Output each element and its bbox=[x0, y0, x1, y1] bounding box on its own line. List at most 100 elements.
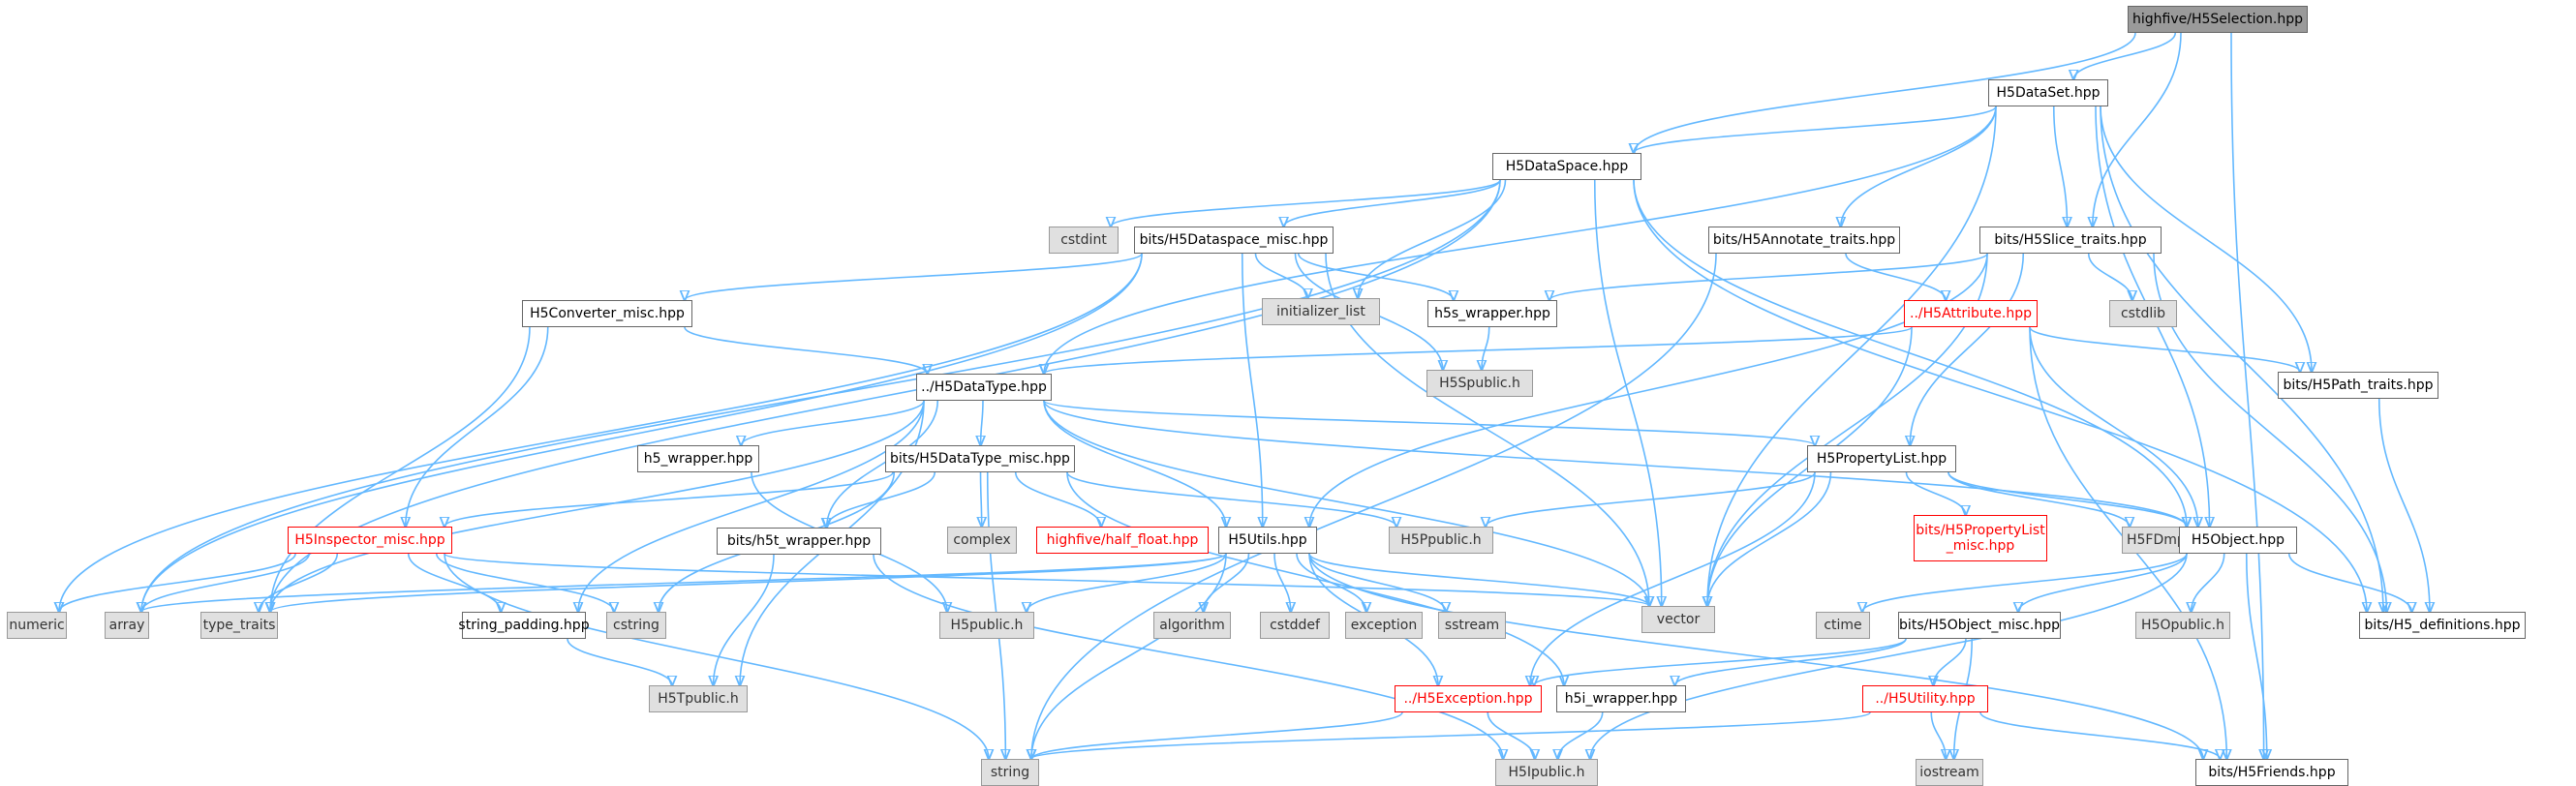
node-numeric[interactable]: numeric bbox=[7, 612, 67, 639]
edge-dtmisc-to-half bbox=[1014, 471, 1101, 527]
edge-slice-to-cstdlib bbox=[2087, 253, 2132, 300]
edge-attr-to-datatype bbox=[1044, 326, 1913, 374]
node-slice[interactable]: bits/H5Slice_traits.hpp bbox=[1979, 227, 2162, 254]
edge-objmisc-to-h5util bbox=[1933, 638, 1967, 685]
edge-datatype-to-h5twrap bbox=[827, 400, 939, 528]
node-cstring[interactable]: cstring bbox=[606, 612, 666, 639]
node-attr[interactable]: ../H5Attribute.hpp bbox=[1904, 300, 2038, 327]
edge-utils-to-cstddef bbox=[1273, 553, 1291, 612]
node-h5opub[interactable]: H5Opublic.h bbox=[2135, 612, 2230, 639]
node-excep[interactable]: ../H5Exception.hpp bbox=[1395, 685, 1542, 712]
node-array[interactable]: array bbox=[105, 612, 149, 639]
edge-dtmisc-to-inspmisc bbox=[445, 471, 894, 527]
edge-dspmisc-to-init bbox=[1254, 253, 1308, 298]
node-half[interactable]: highfive/half_float.hpp bbox=[1036, 527, 1209, 554]
node-dtmisc[interactable]: bits/H5DataType_misc.hpp bbox=[885, 445, 1075, 472]
edge-dtmisc-to-complex bbox=[981, 471, 982, 527]
node-init[interactable]: initializer_list bbox=[1262, 298, 1380, 325]
node-h5swrap[interactable]: h5s_wrapper.hpp bbox=[1427, 300, 1557, 327]
edge-datatype-to-strpad bbox=[578, 400, 925, 612]
edge-root-to-dataspace bbox=[1634, 32, 2136, 153]
edge-utils-to-algorithm bbox=[1204, 553, 1250, 612]
node-strpad[interactable]: string_padding.hpp bbox=[458, 612, 590, 639]
edge-slice-to-proplist bbox=[1910, 253, 2025, 445]
node-dataspace[interactable]: H5DataSpace.hpp bbox=[1492, 153, 1641, 180]
node-vector[interactable]: vector bbox=[1641, 606, 1715, 633]
edge-root-to-dataset bbox=[2073, 32, 2177, 79]
node-friends[interactable]: bits/H5Friends.hpp bbox=[2195, 759, 2348, 786]
node-utils[interactable]: H5Utils.hpp bbox=[1218, 527, 1317, 554]
edge-utils-to-vector bbox=[1308, 553, 1649, 606]
edge-dtmisc-to-h5ppub bbox=[1066, 471, 1396, 527]
edge-dataspace-to-object bbox=[1633, 179, 2187, 527]
edge-objmisc-to-excep bbox=[1534, 638, 1907, 685]
node-h5pub[interactable]: H5public.h bbox=[939, 612, 1034, 639]
edge-dataset-to-dataspace bbox=[1634, 106, 1997, 153]
edge-dataspace-to-vector bbox=[1593, 179, 1662, 606]
edge-dspmisc-to-convmisc bbox=[685, 253, 1143, 300]
node-h5iwrap[interactable]: h5i_wrapper.hpp bbox=[1556, 685, 1686, 712]
node-dspmisc[interactable]: bits/H5Dataspace_misc.hpp bbox=[1134, 227, 1334, 254]
edge-dataspace-to-h5def bbox=[1633, 179, 2367, 612]
edge-object-to-ctime bbox=[1862, 553, 2188, 612]
node-annot[interactable]: bits/H5Annotate_traits.hpp bbox=[1708, 227, 1900, 254]
edge-dataset-to-slice bbox=[2052, 106, 2068, 227]
edge-objmisc-to-h5iwrap bbox=[1675, 638, 1907, 685]
node-h5wrap[interactable]: h5_wrapper.hpp bbox=[637, 445, 759, 472]
node-h5ppub[interactable]: H5Ppublic.h bbox=[1389, 527, 1493, 554]
edge-annot-to-string bbox=[1031, 253, 1717, 759]
node-algorithm[interactable]: algorithm bbox=[1153, 612, 1231, 639]
edge-root-to-slice bbox=[2093, 32, 2182, 227]
node-cstdlib[interactable]: cstdlib bbox=[2109, 300, 2177, 327]
node-dataset[interactable]: H5DataSet.hpp bbox=[1988, 79, 2108, 106]
node-typetraits[interactable]: type_traits bbox=[200, 612, 278, 639]
node-h5spub[interactable]: H5Spublic.h bbox=[1426, 370, 1533, 397]
node-h5ipub[interactable]: H5Ipublic.h bbox=[1495, 759, 1598, 786]
edge-strpad-to-h5tpub bbox=[567, 638, 672, 685]
edge-datatype-to-dtmisc bbox=[981, 400, 983, 445]
node-objmisc[interactable]: bits/H5Object_misc.hpp bbox=[1898, 612, 2061, 639]
node-inspmisc[interactable]: H5Inspector_misc.hpp bbox=[288, 527, 452, 554]
node-pathtr[interactable]: bits/H5Path_traits.hpp bbox=[2278, 372, 2438, 399]
edge-dspmisc-to-numeric bbox=[59, 253, 1143, 612]
node-exception[interactable]: exception bbox=[1345, 612, 1423, 639]
node-datatype[interactable]: ../H5DataType.hpp bbox=[916, 374, 1052, 401]
edge-inspmisc-to-numeric bbox=[59, 553, 296, 612]
node-convmisc[interactable]: H5Converter_misc.hpp bbox=[522, 300, 692, 327]
node-cstddef[interactable]: cstddef bbox=[1260, 612, 1330, 639]
edge-utils-to-h5pub bbox=[1027, 553, 1227, 612]
node-cstdint[interactable]: cstdint bbox=[1049, 227, 1119, 254]
node-h5twrap[interactable]: bits/h5t_wrapper.hpp bbox=[717, 528, 881, 555]
edge-excep-to-string bbox=[1031, 711, 1403, 759]
edge-object-to-h5def bbox=[2287, 553, 2412, 612]
edge-dataset-to-h5def bbox=[2100, 106, 2383, 612]
edge-datatype-to-h5wrap bbox=[741, 400, 925, 445]
edge-h5iwrap-to-h5ipub bbox=[1558, 711, 1604, 759]
node-h5tpub[interactable]: H5Tpublic.h bbox=[649, 685, 748, 712]
node-root[interactable]: highfive/H5Selection.hpp bbox=[2128, 6, 2308, 33]
edge-excep-to-h5ipub bbox=[1487, 711, 1535, 759]
edge-utils-to-exception bbox=[1296, 553, 1366, 612]
node-h5util[interactable]: ../H5Utility.hpp bbox=[1862, 685, 1988, 712]
edge-slice-to-h5def bbox=[2153, 253, 2386, 612]
edge-inspmisc-to-strpad bbox=[407, 553, 501, 612]
edge-convmisc-to-typetraits bbox=[270, 326, 531, 612]
node-proplist[interactable]: H5PropertyList.hpp bbox=[1807, 445, 1956, 472]
edge-datatype-to-utils bbox=[1043, 400, 1226, 527]
edge-object-to-h5ipub bbox=[1590, 553, 2188, 759]
node-object[interactable]: H5Object.hpp bbox=[2179, 527, 2297, 554]
edge-h5util-to-iostream bbox=[1930, 711, 1946, 759]
node-string[interactable]: string bbox=[981, 759, 1039, 786]
node-ctime[interactable]: ctime bbox=[1816, 612, 1870, 639]
node-h5def[interactable]: bits/H5_definitions.hpp bbox=[2359, 612, 2526, 639]
node-complex[interactable]: complex bbox=[947, 527, 1017, 554]
edge-dataspace-to-dspmisc bbox=[1284, 179, 1501, 227]
node-iostream[interactable]: iostream bbox=[1916, 759, 1983, 786]
node-plmisc[interactable]: bits/H5PropertyList _misc.hpp bbox=[1914, 515, 2047, 561]
edge-attr-to-pathtr bbox=[2029, 326, 2300, 372]
edge-inspmisc-to-cstring bbox=[435, 553, 614, 612]
edge-inspmisc-to-typetraits bbox=[259, 553, 339, 612]
node-sstream[interactable]: sstream bbox=[1438, 612, 1506, 639]
